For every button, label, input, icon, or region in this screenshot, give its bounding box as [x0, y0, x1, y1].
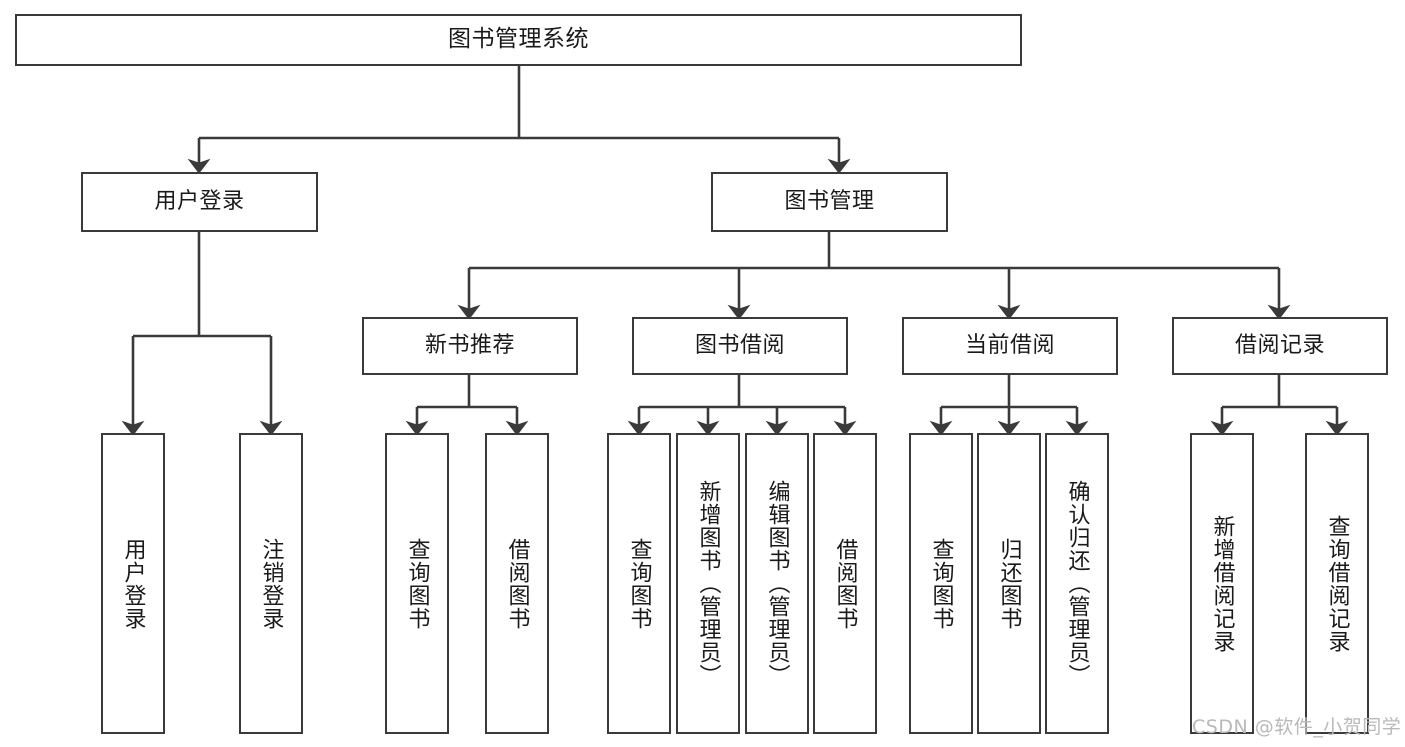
leaf-query-book-recommend[interactable]: 查询图书: [385, 433, 449, 734]
node-label: 编辑图书（管理员）: [764, 480, 790, 687]
leaf-query-book-current[interactable]: 查询图书: [909, 433, 973, 734]
node-label: 用户登录: [120, 537, 146, 630]
node-label: 查询图书: [626, 537, 652, 630]
node-book-management-system[interactable]: 图书管理系统: [15, 14, 1022, 66]
leaf-logout-login[interactable]: 注销登录: [239, 433, 303, 734]
node-label: 注销登录: [258, 537, 284, 630]
leaf-confirm-return[interactable]: 确认归还（管理员）: [1045, 433, 1109, 734]
node-borrow-record[interactable]: 借阅记录: [1172, 317, 1388, 375]
node-label: 借阅记录: [1234, 333, 1325, 359]
node-label: 查询借阅记录: [1324, 514, 1350, 653]
leaf-return-book[interactable]: 归还图书: [977, 433, 1041, 734]
node-user-login[interactable]: 用户登录: [81, 172, 318, 232]
node-label: 借阅图书: [832, 537, 858, 630]
leaf-borrow-book-recommend[interactable]: 借阅图书: [485, 433, 549, 734]
node-label: 借阅图书: [504, 537, 530, 630]
node-label: 查询图书: [928, 537, 954, 630]
node-label: 查询图书: [404, 537, 430, 630]
node-label: 新书推荐: [424, 333, 515, 359]
node-label: 新增图书（管理员）: [695, 480, 721, 687]
node-label: 当前借阅: [964, 333, 1055, 359]
leaf-add-borrow-record[interactable]: 新增借阅记录: [1190, 433, 1254, 734]
node-book-borrow[interactable]: 图书借阅: [632, 317, 848, 375]
node-book-manage[interactable]: 图书管理: [711, 172, 948, 232]
node-label: 新增借阅记录: [1209, 514, 1235, 653]
leaf-query-borrow-record[interactable]: 查询借阅记录: [1305, 433, 1369, 734]
node-label: 归还图书: [996, 537, 1022, 630]
leaf-query-book-borrow[interactable]: 查询图书: [607, 433, 671, 734]
node-current-borrow[interactable]: 当前借阅: [902, 317, 1118, 375]
node-label: 图书管理: [784, 189, 875, 215]
csdn-watermark: CSDN @软件_小贺同学: [1192, 716, 1402, 738]
leaf-edit-book[interactable]: 编辑图书（管理员）: [745, 433, 809, 734]
node-label: 用户登录: [154, 189, 245, 215]
node-label: 图书借阅: [694, 333, 785, 359]
leaf-borrow-book[interactable]: 借阅图书: [813, 433, 877, 734]
node-label: 图书管理系统: [448, 26, 589, 53]
leaf-add-book[interactable]: 新增图书（管理员）: [676, 433, 740, 734]
leaf-user-login[interactable]: 用户登录: [101, 433, 165, 734]
node-label: 确认归还（管理员）: [1064, 480, 1090, 687]
node-new-book-recommend[interactable]: 新书推荐: [362, 317, 578, 375]
